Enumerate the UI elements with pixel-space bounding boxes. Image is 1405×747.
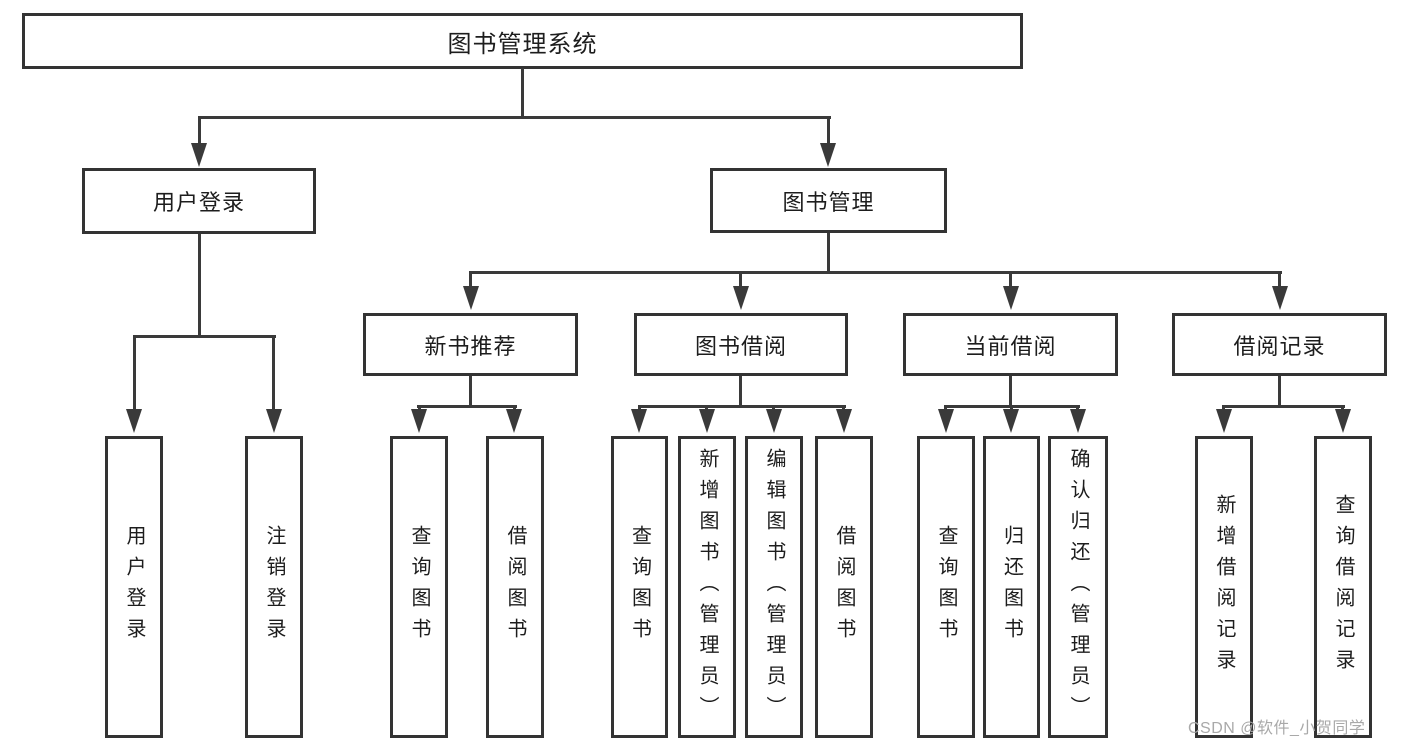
connector-line [739, 272, 742, 286]
leaf-confirm-return-admin-label: 确认归还（管理员） [1067, 447, 1089, 727]
leaf-edit-book-admin: 编辑图书（管理员） [745, 436, 803, 738]
leaf-query-books-current: 查询图书 [917, 436, 975, 738]
leaf-borrow-books-label: 借阅图书 [833, 525, 855, 649]
csdn-watermark: CSDN @软件_小贺同学 [1188, 720, 1366, 737]
arrow-down-icon [1272, 286, 1288, 310]
node-book-borrowing-label: 图书借阅 [694, 333, 787, 359]
connector-line [1009, 272, 1012, 286]
connector-line [1009, 376, 1012, 407]
leaf-borrow-books: 借阅图书 [815, 436, 873, 738]
connector-line [417, 405, 517, 408]
arrow-down-icon [836, 409, 852, 433]
node-book-borrowing: 图书借阅 [634, 313, 848, 376]
arrow-down-icon [266, 409, 282, 433]
node-user-login: 用户登录 [82, 168, 316, 234]
arrow-down-icon [766, 409, 782, 433]
arrow-down-icon [1003, 286, 1019, 310]
node-book-management: 图书管理 [710, 168, 947, 233]
leaf-add-borrow-record-label: 新增借阅记录 [1213, 494, 1235, 680]
node-current-borrowing: 当前借阅 [903, 313, 1118, 376]
arrow-down-icon [463, 286, 479, 310]
arrow-down-icon [699, 409, 715, 433]
arrow-down-icon [1070, 409, 1086, 433]
arrow-down-icon [411, 409, 427, 433]
connector-line [469, 271, 1282, 274]
leaf-borrow-books-recommend: 借阅图书 [486, 436, 544, 738]
leaf-confirm-return-admin: 确认归还（管理员） [1048, 436, 1108, 738]
leaf-edit-book-admin-label: 编辑图书（管理员） [763, 447, 785, 727]
connector-line [198, 117, 201, 144]
node-library-system: 图书管理系统 [22, 13, 1023, 69]
connector-line [842, 406, 845, 411]
connector-line [1278, 272, 1281, 286]
connector-line [638, 405, 846, 408]
connector-line [133, 336, 136, 410]
leaf-query-borrow-record-label: 查询借阅记录 [1332, 494, 1354, 680]
leaf-query-borrow-record: 查询借阅记录 [1314, 436, 1372, 738]
connector-line [772, 406, 775, 411]
node-user-login-label: 用户登录 [152, 190, 245, 215]
leaf-add-book-admin: 新增图书（管理员） [678, 436, 736, 738]
connector-line [1341, 406, 1344, 411]
node-current-borrowing-label: 当前借阅 [964, 333, 1057, 359]
node-new-book-recommendation: 新书推荐 [363, 313, 578, 376]
node-book-management-label: 图书管理 [782, 189, 875, 215]
node-borrowing-records: 借阅记录 [1172, 313, 1387, 376]
arrow-down-icon [938, 409, 954, 433]
leaf-borrow-books-recommend-label: 借阅图书 [504, 525, 526, 649]
arrow-down-icon [126, 409, 142, 433]
leaf-user-login: 用户登录 [105, 436, 163, 738]
leaf-return-books: 归还图书 [983, 436, 1040, 738]
connector-line [1222, 406, 1225, 411]
connector-line [1278, 376, 1281, 407]
connector-line [638, 406, 641, 411]
arrow-down-icon [506, 409, 522, 433]
leaf-query-books-borrow-label: 查询图书 [628, 525, 651, 649]
connector-line [705, 406, 708, 411]
leaf-add-book-admin-label: 新增图书（管理员） [696, 447, 718, 727]
connector-line [521, 68, 524, 118]
connector-line [827, 233, 830, 273]
connector-line [133, 335, 276, 338]
leaf-query-books-recommend: 查询图书 [390, 436, 448, 738]
leaf-query-books-current-label: 查询图书 [935, 525, 957, 649]
connector-line [944, 406, 947, 411]
arrow-down-icon [1335, 409, 1351, 433]
connector-line [1076, 406, 1079, 411]
leaf-query-books-borrow: 查询图书 [611, 436, 668, 738]
arrow-down-icon [631, 409, 647, 433]
arrow-down-icon [1003, 409, 1019, 433]
arrow-down-icon [733, 286, 749, 310]
leaf-user-login-label: 用户登录 [123, 525, 145, 649]
leaf-logout: 注销登录 [245, 436, 303, 738]
connector-line [272, 336, 275, 410]
connector-line [469, 272, 472, 286]
node-library-system-label: 图书管理系统 [447, 30, 598, 58]
leaf-add-borrow-record: 新增借阅记录 [1195, 436, 1253, 738]
connector-line [418, 406, 421, 411]
leaf-query-books-recommend-label: 查询图书 [408, 525, 430, 649]
arrow-down-icon [820, 143, 836, 167]
connector-line [739, 376, 742, 407]
node-new-book-recommendation-label: 新书推荐 [424, 333, 517, 359]
connector-line [827, 117, 830, 144]
connector-line [198, 234, 201, 337]
leaf-return-books-label: 归还图书 [1000, 525, 1023, 649]
arrow-down-icon [191, 143, 207, 167]
connector-line [198, 116, 831, 119]
connector-line [1010, 406, 1013, 411]
connector-line [469, 376, 472, 407]
leaf-logout-label: 注销登录 [263, 525, 285, 649]
connector-line [1222, 405, 1345, 408]
arrow-down-icon [1216, 409, 1232, 433]
node-borrowing-records-label: 借阅记录 [1233, 333, 1326, 359]
connector-line [513, 406, 516, 411]
